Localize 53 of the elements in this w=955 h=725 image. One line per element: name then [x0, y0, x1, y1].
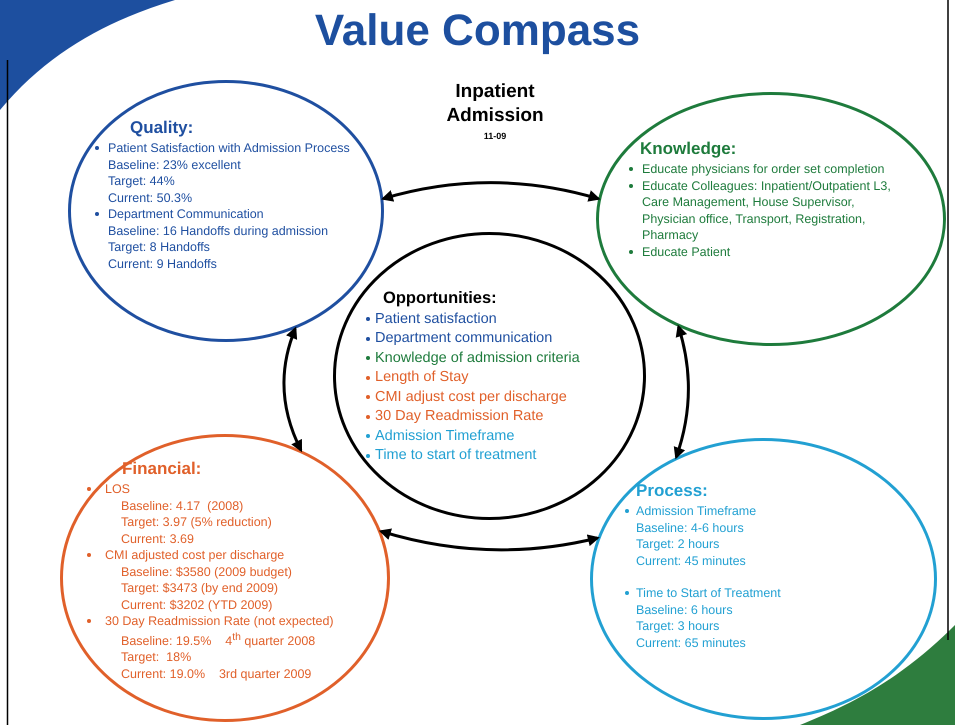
list-item: Department Communication: [108, 206, 264, 222]
metric-line: Current: 45 minutes: [636, 552, 746, 569]
list-item: Educate Patient: [642, 244, 730, 260]
metric-line: Target: 44%: [108, 173, 175, 190]
diagram-title: Value Compass: [314, 6, 640, 55]
double-arrow: [378, 528, 600, 552]
metric-line: Baseline: 16 Handoffs during admission: [108, 222, 328, 239]
metric-line: Current: 3.69: [121, 530, 194, 547]
metric-line: Target: $3473 (by end 2009): [121, 580, 278, 596]
process-circle: [590, 438, 937, 720]
circle-heading: Knowledge:: [640, 139, 736, 158]
metric-line: Target: 2 hours: [636, 536, 720, 552]
metric-line: Current: 9 Handoffs: [108, 256, 217, 272]
list-item: Patient satisfaction: [375, 310, 497, 328]
metric-line: Current: $3202 (YTD 2009): [121, 596, 272, 613]
list-item: CMI adjust cost per discharge: [375, 388, 567, 406]
metric-line: Target: 3.97 (5% reduction): [121, 514, 272, 530]
metric-line: Baseline: $3580 (2009 budget): [121, 564, 292, 580]
list-item: 30 Day Readmission Rate: [375, 407, 544, 426]
metric-line: Target: 3 hours: [636, 618, 720, 634]
list-item: Admission Timeframe: [375, 426, 514, 446]
list-item: LOS: [105, 481, 130, 498]
list-item: Educate physicians for order set completion: [642, 161, 884, 178]
subtitle-label: Inpatient Admission: [445, 80, 545, 128]
list-item: Time to Start of Treatment: [636, 585, 781, 602]
metric-line: Target: 8 Handoffs: [108, 239, 210, 256]
list-item: 30 Day Readmission Rate (not expected): [105, 613, 334, 630]
date-label: 11-09: [482, 130, 508, 142]
metric-line: Target: 18%: [121, 649, 192, 666]
double-arrow: [674, 324, 690, 460]
list-item: Department communication: [375, 329, 552, 348]
list-item: Length of Stay: [375, 368, 469, 387]
circle-heading: Quality:: [130, 118, 194, 137]
list-item: CMI adjusted cost per discharge: [105, 547, 284, 564]
circle-heading: Process:: [636, 481, 708, 500]
metric-line: Baseline: 4.17 (2008): [121, 498, 244, 514]
list-item: Admission Timeframe: [636, 503, 756, 520]
metric-line: Current: 50.3%: [108, 190, 192, 206]
list-item: Patient Satisfaction with Admission Process: [108, 140, 350, 156]
list-item: Time to start of treatment: [375, 446, 536, 465]
circle-heading: Financial:: [122, 459, 202, 478]
knowledge-circle: [596, 92, 946, 346]
double-arrow: [282, 326, 302, 452]
circle-heading: Opportunities:: [383, 289, 497, 307]
list-item: Educate Colleagues: Inpatient/Outpatient L3, Care Management, House Supervisor, Physician office, Transport, Registration, Pharmacy: [642, 178, 892, 244]
metric-line: Baseline: 19.5% 4$^{th}$ quarter 2008: [121, 630, 316, 650]
metric-line: Baseline: 23% excellent: [108, 156, 241, 173]
list-item: Knowledge of admission criteria: [375, 348, 580, 368]
metric-line: Current: 19.0% 3rd quarter 2009: [121, 666, 312, 682]
metric-line: Baseline: 6 hours: [636, 602, 733, 618]
double-arrow: [380, 181, 601, 202]
metric-line: Current: 65 minutes: [636, 634, 746, 651]
metric-line: Baseline: 4-6 hours: [636, 520, 744, 536]
